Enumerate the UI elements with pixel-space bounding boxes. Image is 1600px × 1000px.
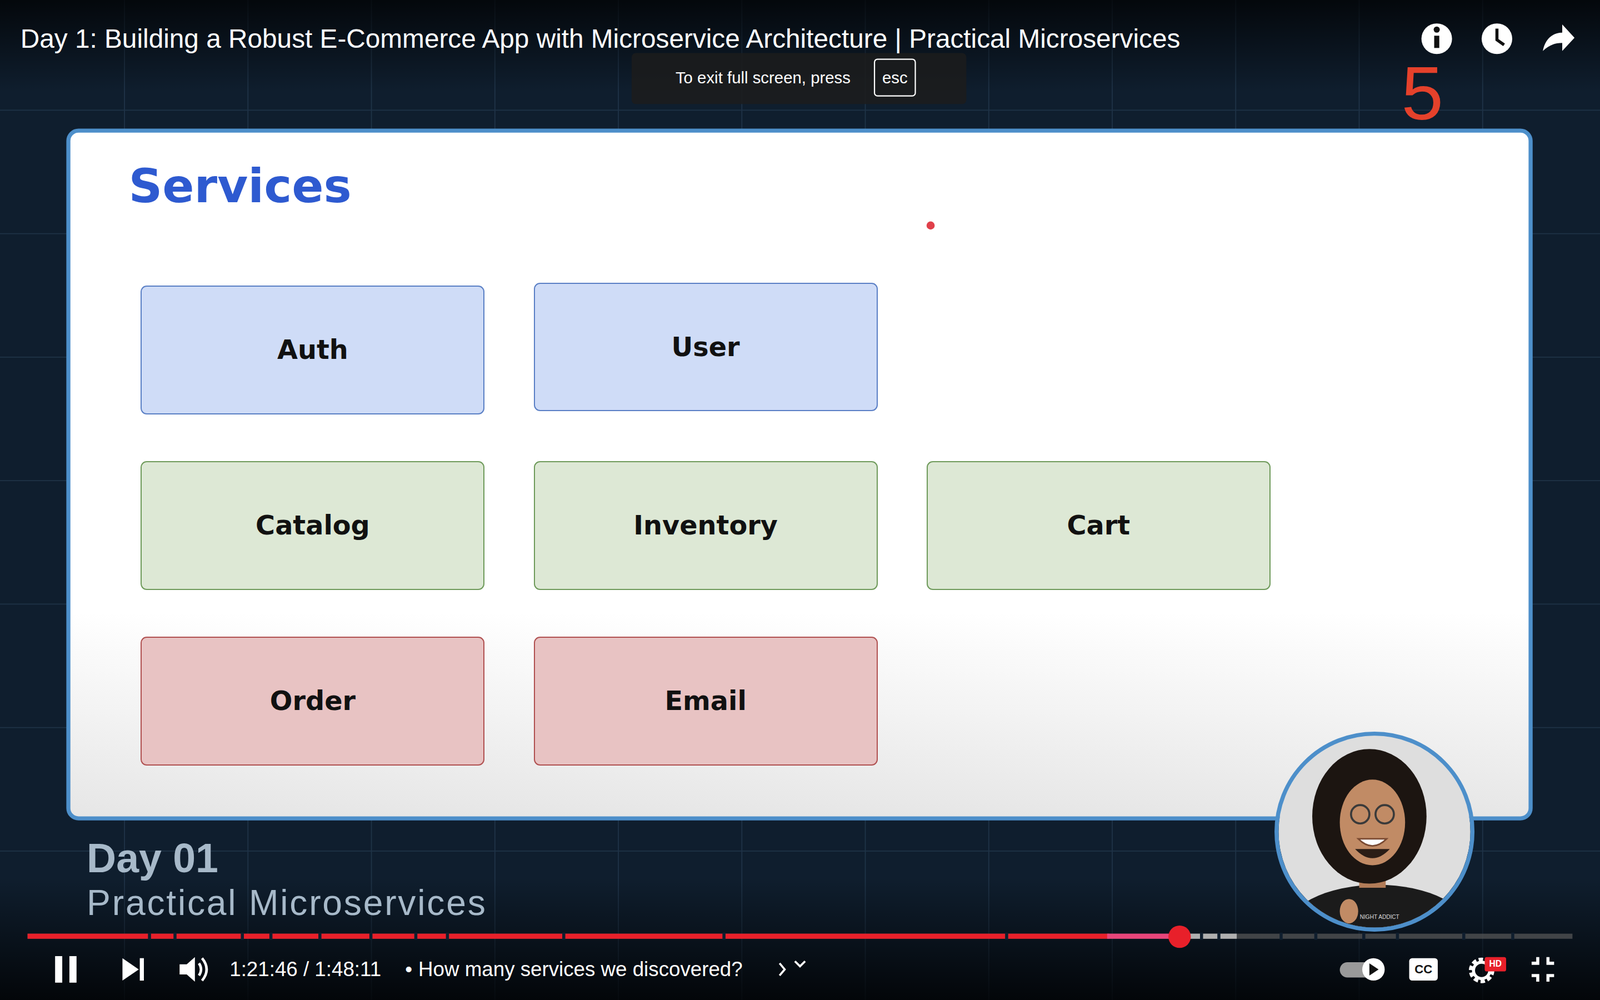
svg-part	[1496, 28, 1504, 45]
service-name: Order	[270, 685, 356, 717]
service-name: Cart	[1066, 509, 1130, 542]
svg-part	[1396, 932, 1400, 940]
svg-part	[198, 963, 202, 976]
svg-part	[1462, 932, 1466, 940]
svg-part	[1433, 26, 1440, 33]
svg-part	[1340, 779, 1406, 865]
svg-part	[1355, 848, 1390, 859]
service-box: Auth	[140, 285, 485, 414]
autoplay-toggle	[1340, 958, 1385, 981]
svg-part	[1434, 35, 1440, 48]
progress-track	[27, 933, 1573, 939]
handwritten-number: 5	[1401, 48, 1444, 139]
progress-played	[27, 933, 1110, 939]
svg-part	[1375, 805, 1394, 824]
top-shade	[0, 0, 1600, 92]
svg-part	[1421, 23, 1453, 54]
svg-part	[1531, 975, 1538, 982]
presenter-photo	[1275, 732, 1475, 983]
progress-handle	[1168, 925, 1191, 948]
volume-icon	[179, 957, 207, 982]
svg-part	[1481, 23, 1513, 54]
svg-part	[1351, 805, 1370, 824]
service-box: Email	[533, 636, 878, 765]
svg-part	[1362, 932, 1366, 940]
separator: •	[405, 957, 413, 982]
svg-part	[0, 109, 1600, 111]
svg-part	[1362, 958, 1385, 981]
service-name: Auth	[277, 333, 349, 366]
chapter-title: How many services we discovered?	[418, 957, 743, 982]
hd-badge	[1484, 957, 1507, 972]
svg-part	[1279, 932, 1283, 940]
hd-label: HD	[1488, 958, 1502, 970]
svg-part	[1531, 957, 1538, 964]
svg-part	[1369, 963, 1379, 976]
info-icon	[1421, 23, 1453, 54]
svg-part	[179, 957, 195, 982]
time-display: 1:21:46 / 1:48:11	[229, 957, 382, 982]
day-label: Day 01	[86, 833, 219, 883]
svg-part	[562, 932, 566, 940]
svg-part	[240, 932, 244, 940]
svg-part	[1340, 898, 1359, 924]
service-name: Email	[664, 685, 747, 717]
pause-icon	[55, 956, 77, 983]
svg-part	[1547, 957, 1554, 964]
key-outline	[874, 59, 915, 97]
toast-text: To exit full screen, press	[675, 67, 851, 88]
exit-fullscreen-icon	[1531, 957, 1554, 982]
service-box: Order	[140, 636, 485, 765]
svg-part	[1511, 932, 1515, 940]
svg-part	[1358, 838, 1387, 847]
svg-part	[1200, 932, 1204, 940]
cc-label: CC	[1414, 962, 1433, 977]
service-box: Catalog	[140, 461, 485, 590]
clock-icon	[1481, 23, 1513, 54]
service-box: Inventory	[533, 461, 878, 590]
service-box: User	[533, 282, 878, 412]
svg-part	[369, 932, 373, 940]
next-icon	[122, 958, 144, 981]
series-name: Practical Microservices	[86, 881, 487, 925]
svg-part	[173, 932, 177, 940]
key-label: esc	[882, 67, 908, 88]
chapter-chevron	[779, 963, 785, 976]
shirt-print: NIGHT ADDICT	[1360, 913, 1400, 921]
service-name: Inventory	[633, 509, 778, 542]
svg-part	[1217, 932, 1221, 940]
presenter-frame	[1276, 733, 1473, 930]
svg-part	[147, 932, 152, 940]
cc-icon	[1409, 958, 1438, 981]
svg-part	[318, 932, 322, 940]
svg-part	[69, 956, 77, 983]
svg-part	[122, 958, 139, 981]
service-name: Catalog	[255, 509, 370, 542]
svg-part	[1314, 932, 1318, 940]
svg-part	[414, 932, 418, 940]
chapter-dropdown	[795, 961, 805, 967]
laser-dot	[926, 221, 935, 230]
video-title: Day 1: Building a Robust E-Commerce App …	[20, 22, 1181, 55]
slide-panel	[68, 130, 1531, 819]
chapter-gaps	[147, 932, 1514, 940]
slide-heading: Services	[128, 158, 352, 215]
svg-part	[140, 958, 144, 981]
svg-part	[202, 958, 207, 981]
bottom-shade	[0, 877, 1600, 1000]
svg-part	[1005, 932, 1009, 940]
svg-part	[269, 932, 273, 940]
svg-part	[1547, 975, 1554, 982]
svg-part	[55, 956, 63, 983]
svg-part	[446, 932, 450, 940]
share-icon	[1542, 24, 1575, 52]
svg-part	[722, 932, 726, 940]
fullscreen-toast	[631, 53, 967, 105]
service-name: User	[671, 331, 740, 363]
svg-part	[1312, 748, 1427, 884]
service-box: Cart	[926, 461, 1271, 590]
